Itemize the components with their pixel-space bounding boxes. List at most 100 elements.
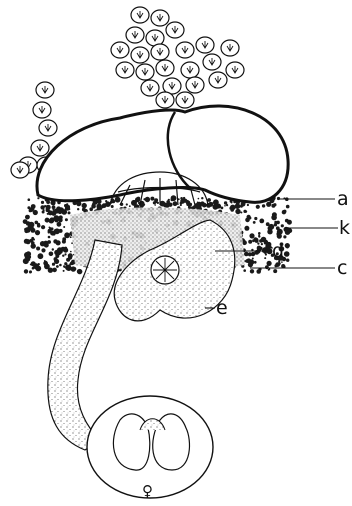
soil-speck [281,224,284,227]
soil-speck [248,217,251,220]
soil-speck [277,197,280,200]
soil-speck [230,208,234,212]
soil-speck [41,225,45,229]
soil-speck [28,198,31,201]
soil-speck [168,203,172,207]
label-k: k [339,217,350,239]
soil-speck [262,204,265,207]
soil-speck [272,212,277,217]
label-a: a [337,188,349,210]
soil-speck [270,225,274,229]
soil-speck [56,265,59,268]
soil-speck [261,243,263,245]
soil-speck [65,218,68,221]
soil-speck [58,251,60,253]
soil-speck [224,205,226,207]
soil-speck [31,243,36,248]
soil-speck [112,200,115,203]
soil-speck [286,246,288,248]
soil-speck [37,197,39,199]
soil-speck [49,268,52,271]
soil-speck [54,229,58,233]
soil-speck [283,210,287,214]
soil-speck [70,236,72,238]
soil-speck [63,226,65,228]
soil-speck [41,201,44,204]
soil-speck [46,205,51,210]
soil-speck [150,197,154,201]
soil-speck [68,211,71,214]
soil-speck [63,265,65,267]
soil-speck [286,205,290,209]
soil-speck [273,269,277,273]
soil-speck [173,201,178,206]
label-c: c [337,257,347,279]
soil-speck [256,269,261,274]
soil-speck [54,257,58,261]
soil-speck [28,222,34,228]
soil-speck [180,197,183,200]
soil-speck [254,217,257,220]
soil-speck [71,242,73,244]
soil-speck [168,199,170,201]
soil-speck [43,261,48,266]
soil-speck [48,229,52,233]
soil-speck [259,239,263,243]
soil-speck [47,240,51,244]
soil-speck [258,234,260,236]
soil-speck [256,205,260,209]
soil-speck [258,232,261,235]
soil-speck [257,243,259,245]
soil-speck [197,202,199,204]
soil-speck [49,227,51,229]
soil-speck [111,205,114,208]
label-d: d [272,240,284,262]
soil-speck [31,204,36,209]
soil-speck [38,253,44,259]
soil-speck [48,236,51,239]
soil-speck [64,253,66,255]
soil-speck [25,254,30,259]
soil-speck [49,219,54,224]
soil-speck [62,255,64,257]
soil-speck [45,218,50,223]
soil-speck [154,204,156,206]
soil-speck [25,215,30,220]
soil-speck [77,269,82,274]
soil-speck [180,204,182,206]
soil-speck [52,248,54,250]
soil-speck [63,248,68,253]
soil-speck [33,210,38,215]
soil-speck [248,240,252,244]
soil-speck [70,251,72,253]
soil-speck [183,197,185,199]
soil-speck [68,253,73,258]
soil-speck [271,204,275,208]
soil-speck [27,206,30,209]
soil-speck [277,234,282,239]
soil-speck [208,202,213,207]
soil-speck [249,233,254,238]
soil-speck [24,269,28,273]
soil-speck [265,243,271,249]
soil-speck [62,237,66,241]
soil-speck [57,222,62,227]
soil-speck [82,203,87,208]
soil-speck [264,257,266,259]
soil-speck [52,202,55,205]
soil-speck [41,248,45,252]
soil-speck [259,219,264,224]
soil-speck [35,267,38,270]
soil-speck [138,202,140,204]
soil-speck [71,266,76,271]
soil-speck [63,270,65,272]
soil-speck [245,210,247,212]
shoot-leaves [111,7,244,108]
soil-speck [35,221,39,225]
soil-speck [70,261,74,265]
soil-speck [26,229,30,233]
soil-speck [274,221,277,224]
soil-speck [64,232,70,238]
